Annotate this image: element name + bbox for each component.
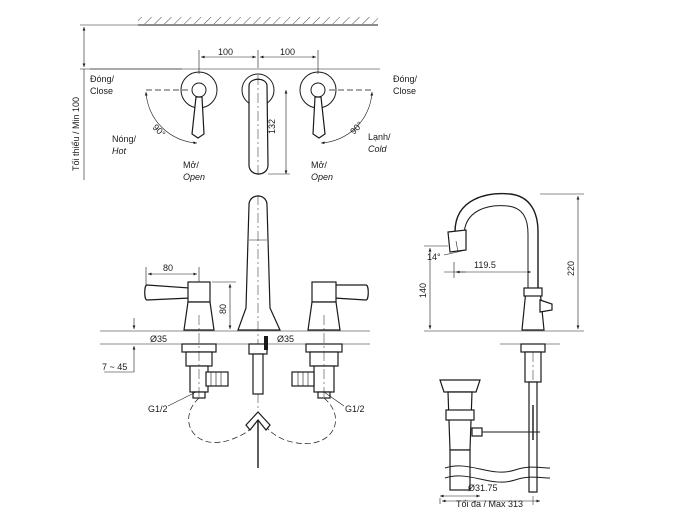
left-flexible-hose: [188, 397, 259, 443]
right-lever: [312, 96, 326, 139]
hot-label-vi: Nóng/: [112, 134, 137, 144]
pop-up-drain: [439, 379, 540, 491]
dia-right-label: Ø35: [277, 334, 294, 344]
total-height-label: 220: [566, 261, 576, 276]
spout-angle-line: [443, 249, 467, 256]
right-valve-front: [291, 281, 369, 400]
hot-label-en: Hot: [112, 146, 127, 156]
right-valve-top: 90°: [299, 71, 374, 145]
drain-body: [447, 391, 473, 451]
right-close-vi: Đóng/: [393, 74, 418, 84]
drain-pivot: [471, 427, 483, 437]
left-hub: [191, 82, 207, 98]
left-lever: [191, 96, 205, 139]
right-close-en: Close: [393, 86, 416, 96]
spout-inner-arc: [463, 205, 529, 290]
right-hub: [310, 82, 326, 98]
left-close-en: Close: [90, 86, 113, 96]
left-elbow: [205, 371, 229, 387]
break-line-bottom: [444, 475, 551, 483]
right-flexible-hose: [257, 397, 336, 444]
spout-angle-label: 14°: [427, 252, 441, 262]
drain-nut: [445, 409, 475, 421]
left-valve-front: [144, 281, 229, 400]
thread-left-leader: [167, 391, 197, 407]
cold-label-en: Cold: [368, 144, 388, 154]
spout-reach-label: 119.5: [474, 260, 496, 270]
deck-hatching: [138, 17, 378, 24]
left-valve-top: 90°: [144, 71, 218, 145]
handle-length-label: 80: [163, 263, 173, 273]
break-line-top: [444, 465, 551, 473]
valve-height-label: 132: [267, 119, 277, 134]
left-open-en: Open: [183, 172, 205, 182]
drain-flange: [439, 379, 481, 393]
hose-connector: [245, 411, 271, 431]
thread-left-label: G1/2: [148, 404, 168, 414]
dia-left-label: Ø35: [150, 334, 167, 344]
spout-front: [237, 195, 281, 410]
left-rotation-arc: [144, 91, 198, 145]
handle-height-label: 80: [218, 304, 228, 314]
spout-shank: [252, 353, 264, 395]
left-angle: 90°: [151, 122, 168, 139]
drain-dia-label: Ø31.75: [468, 483, 498, 493]
drain-tailpiece: [449, 449, 471, 491]
side-collar: [523, 287, 543, 297]
spout-tip: [447, 229, 467, 253]
spout-outer-arc: [454, 192, 539, 290]
spout-body-front: [237, 195, 281, 331]
left-close-vi: Đóng/: [90, 74, 115, 84]
right-open-vi: Mở/: [311, 160, 327, 170]
spout-pin: [264, 336, 268, 350]
side-nut: [520, 343, 546, 353]
right-angle: 90°: [348, 119, 365, 136]
spacing-right-label: 100: [280, 47, 295, 57]
spacing-left-label: 100: [218, 47, 233, 57]
side-view: Ø31.75 Tối đa / Max 313 14° 119.5 140 22…: [418, 192, 584, 509]
aerator: [455, 240, 459, 253]
pop-up-lever: [539, 299, 553, 313]
spout-body-top: [248, 78, 269, 175]
spout-top: 132: [241, 73, 290, 178]
spout-height-label: 140: [418, 283, 428, 298]
right-handle-head: [311, 281, 337, 303]
right-open-en: Open: [311, 172, 333, 182]
cold-label-vi: Lạnh/: [368, 132, 391, 142]
thread-right-label: G1/2: [345, 404, 365, 414]
front-view: 7 ~ 45 Ø35 Ø35 80 80: [100, 195, 370, 468]
left-handle-head: [187, 281, 211, 303]
left-open-vi: Mở/: [183, 160, 199, 170]
thickness-label: 7 ~ 45: [102, 362, 127, 372]
left-lever-front: [144, 284, 191, 301]
top-view: Tối thiểu / Min 100 100 100 90° 132: [71, 17, 418, 182]
min-height-label: Tối thiểu / Min 100: [71, 97, 81, 171]
max-label: Tối đa / Max 313: [456, 499, 523, 509]
right-rotation-arc: [320, 91, 374, 145]
thread-right-leader: [323, 391, 345, 407]
right-lever-front: [333, 284, 369, 301]
